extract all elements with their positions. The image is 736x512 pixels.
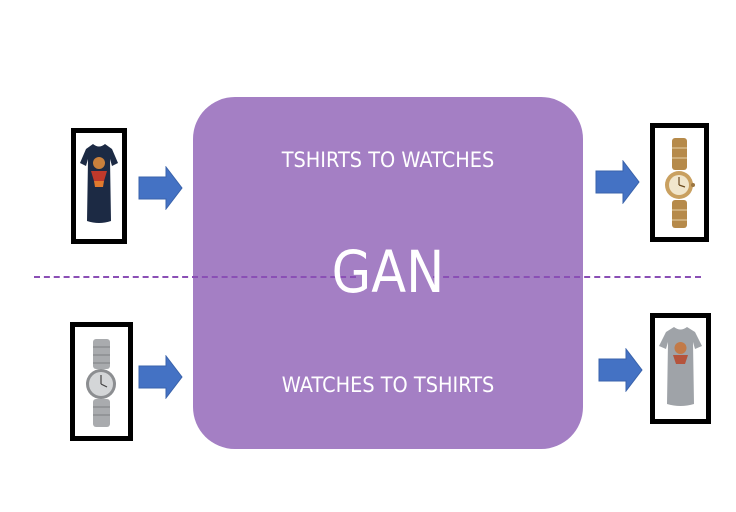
- output-watch-frame: [650, 123, 709, 242]
- input-top-arrow-icon: [138, 166, 183, 210]
- input-watch-frame: [70, 322, 133, 441]
- output-tshirt-frame: [650, 313, 711, 424]
- gan-label: GAN: [331, 238, 445, 306]
- gold-watch-icon: [665, 138, 695, 228]
- divider-line-left: [34, 276, 356, 278]
- bottom-direction-label: WATCHES TO TSHIRTS: [281, 373, 495, 397]
- tshirt-navy-icon: [80, 144, 118, 223]
- silver-watch-icon: [86, 339, 116, 427]
- top-direction-label: TSHIRTS TO WATCHES: [281, 148, 495, 172]
- input-tshirt-frame: [71, 128, 127, 244]
- output-bottom-arrow-icon: [598, 348, 643, 392]
- output-top-arrow-icon: [595, 160, 640, 204]
- gan-box: [193, 97, 583, 449]
- divider-line-right: [433, 276, 701, 278]
- tshirt-grey-icon: [659, 327, 702, 406]
- input-bottom-arrow-icon: [138, 355, 183, 399]
